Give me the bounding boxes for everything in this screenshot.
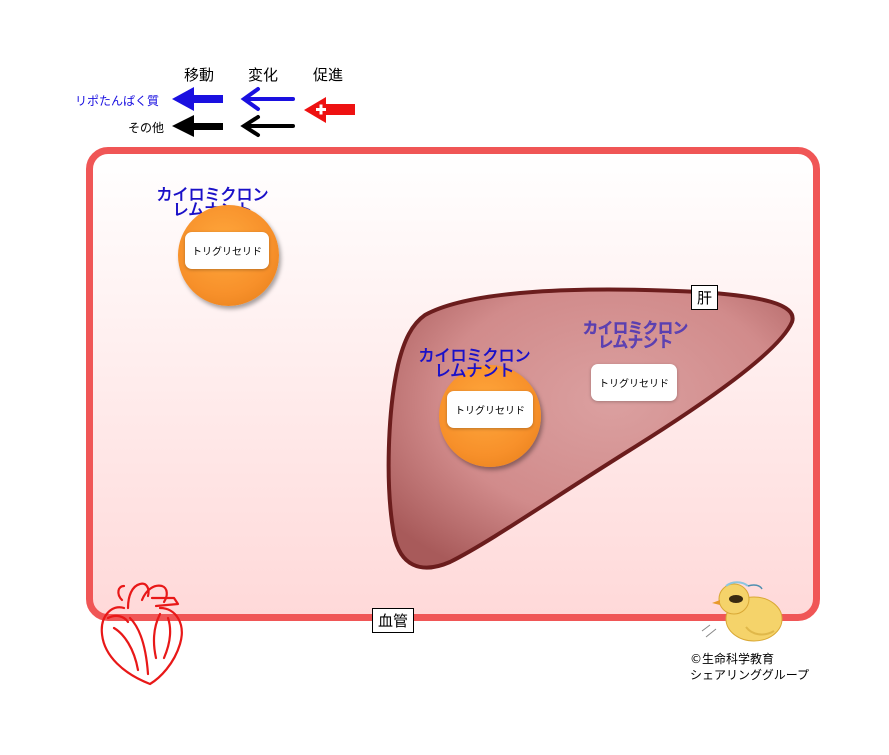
chylomicron-remnant-name-line1: カイロミクロン: [418, 346, 531, 365]
credit: ©生命科学教育 シェアリンググループ: [690, 651, 809, 683]
heart-icon: [100, 582, 183, 686]
chylomicron-remnant-name-line2: レムナント: [434, 361, 515, 380]
legend-label-lipoprotein: リポたんぱく質: [75, 94, 160, 108]
liver-shape: [386, 287, 795, 570]
legend-header-promote: 促進: [313, 66, 344, 84]
chylomicron-remnant-name-line1: カイロミクロン: [156, 185, 269, 204]
legend-header-move: 移動: [184, 66, 215, 84]
credit-line1: ©生命科学教育: [690, 652, 775, 666]
chick-mascot-icon: [701, 581, 783, 642]
promote-arrow-red-icon: [304, 97, 355, 123]
triglyceride-box-2: トリグリセリド: [447, 391, 533, 428]
chylomicron-remnant-title-2: カイロミクロン レムナント: [402, 346, 547, 380]
change-arrow-blue-icon: [240, 87, 295, 111]
credit-line2: シェアリンググループ: [690, 668, 810, 682]
chylomicron-remnant-name-line1: カイロミクロン: [582, 319, 689, 337]
triglyceride-box-1: トリグリセリド: [185, 232, 269, 269]
move-arrow-blue-icon: [172, 87, 223, 111]
chylomicron-remnant-name-line2: レムナント: [598, 333, 673, 351]
legend-arrows: [172, 87, 355, 137]
triglyceride-box-ghost: トリグリセリド: [591, 364, 677, 401]
legend-label-other: その他: [128, 121, 165, 135]
vessel-label: 血管: [372, 608, 415, 633]
legend-header-change: 変化: [248, 66, 279, 84]
liver-label: 肝: [691, 285, 719, 310]
move-arrow-black-icon: [172, 115, 223, 137]
change-arrow-black-icon: [240, 115, 295, 137]
chylomicron-remnant-title-ghost: カイロミクロン レムナント: [563, 319, 708, 351]
